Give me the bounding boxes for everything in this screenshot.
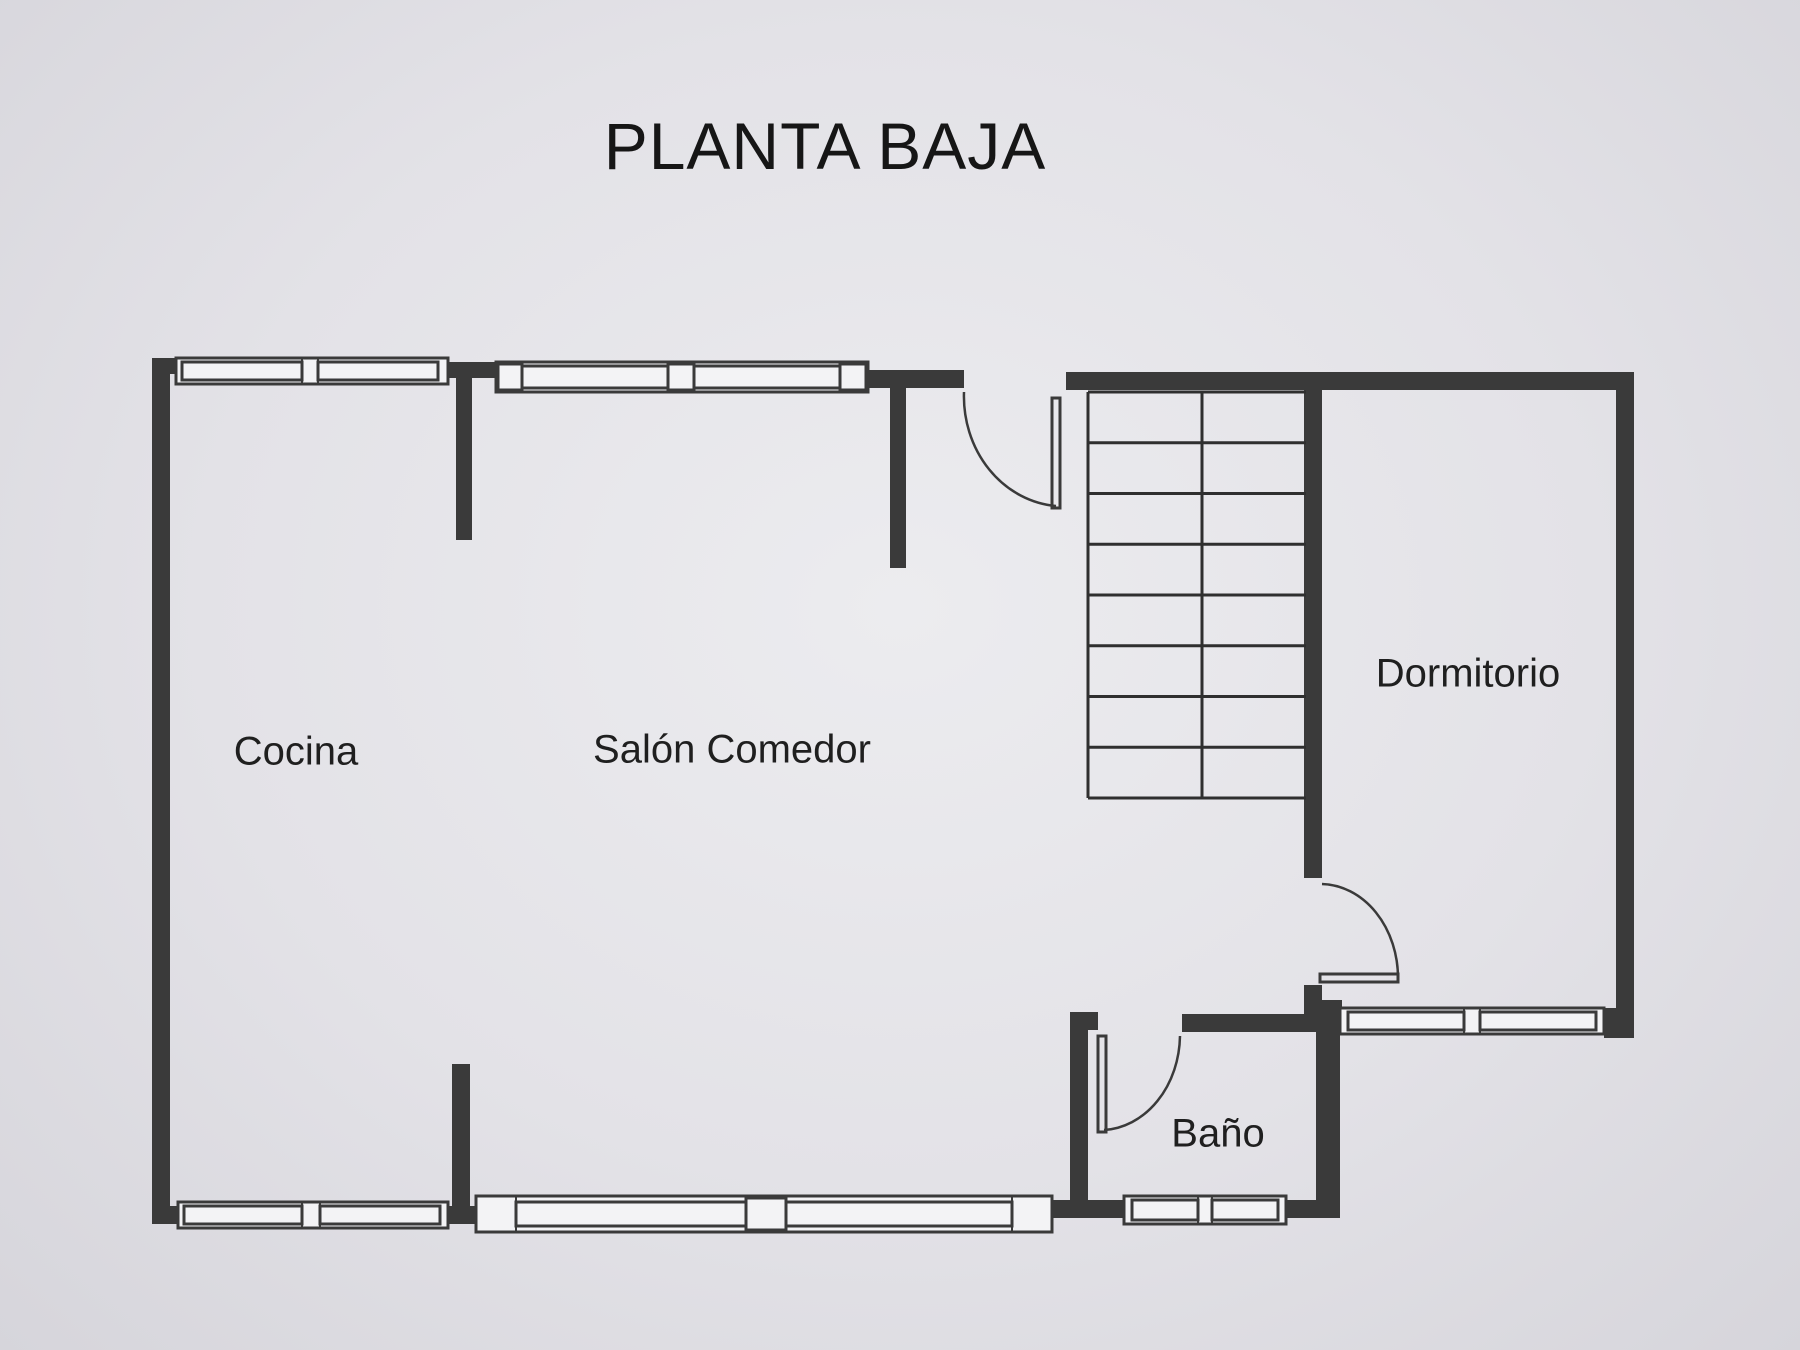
wall-bottom-left-a	[152, 1206, 178, 1224]
doors	[962, 391, 1400, 1134]
partition-bath-top-a	[1070, 1012, 1098, 1030]
partition-salon-top	[890, 378, 906, 568]
room-label-bano: Baño	[1171, 1111, 1265, 1156]
room-label-cocina: Cocina	[233, 729, 359, 774]
window-salon-bottom	[474, 1194, 1054, 1234]
partition-bath-top-b	[1182, 1014, 1332, 1032]
walls	[152, 358, 1634, 1224]
partition-kitchen-bottom	[452, 1064, 470, 1224]
wall-left	[152, 358, 170, 1224]
wall-top-mid-b	[866, 370, 964, 388]
partition-bedroom-left	[1304, 380, 1322, 878]
door-entrance	[962, 391, 1062, 510]
partition-bath-left	[1070, 1012, 1088, 1218]
wall-bedroom-bottom-end	[1604, 1008, 1634, 1038]
door-bedroom	[1318, 882, 1400, 984]
wall-top-right	[1066, 372, 1634, 390]
window-bath-bottom	[1122, 1194, 1288, 1226]
window-kitchen-top	[174, 356, 450, 386]
window-bedroom-bottom	[1338, 1006, 1606, 1036]
wall-right	[1616, 372, 1634, 1038]
wall-top-mid-a	[448, 362, 498, 378]
partition-kitchen-top	[456, 372, 472, 540]
room-label-salon: Salón Comedor	[593, 727, 871, 772]
partition-bath-right	[1316, 1000, 1340, 1218]
window-salon-top	[494, 360, 870, 394]
windows	[174, 356, 1634, 1234]
door-bathroom	[1096, 1034, 1182, 1134]
staircase	[1086, 390, 1306, 800]
plan-title: PLANTA BAJA	[603, 109, 1047, 183]
window-kitchen-bottom	[176, 1200, 450, 1230]
room-label-dormitorio: Dormitorio	[1375, 651, 1561, 696]
